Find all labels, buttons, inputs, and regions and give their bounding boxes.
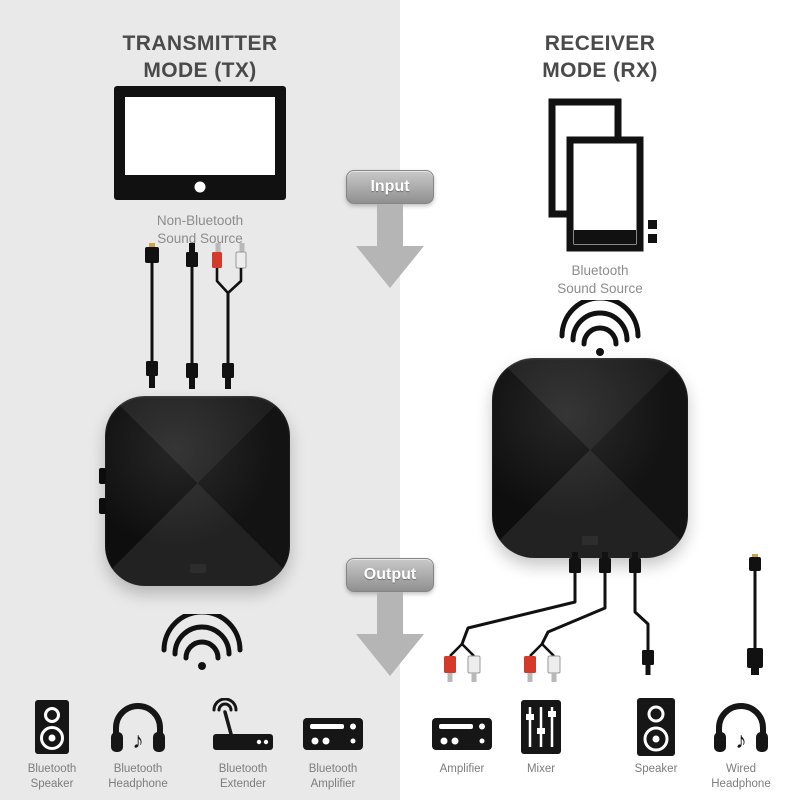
rx-output-item-headphone: ♪ Wired Headphone xyxy=(695,698,787,792)
bluetooth-extender-icon xyxy=(211,698,275,756)
aux-plug-icon xyxy=(642,650,654,675)
output-button[interactable]: Output xyxy=(346,558,434,592)
mixer-icon xyxy=(519,698,563,756)
tx-output-item-speaker: Bluetooth Speaker xyxy=(6,698,98,792)
speaker-icon xyxy=(628,698,684,756)
tx-output-item-headphone: ♪ Bluetooth Headphone xyxy=(92,698,184,792)
tx-input-cables xyxy=(145,243,247,389)
rx-device xyxy=(492,358,688,558)
tx-source-label: Non-Bluetooth Sound Source xyxy=(156,213,244,246)
rca-pair-icon xyxy=(524,643,561,682)
output-label: Bluetooth Speaker xyxy=(27,763,77,790)
aux-cable-icon xyxy=(186,243,198,389)
phone-tablet-icon xyxy=(548,98,657,252)
tx-signal-waves-icon xyxy=(161,614,243,670)
output-label: Bluetooth Amplifier xyxy=(308,763,358,790)
tx-output-item-extender: Bluetooth Extender xyxy=(197,698,289,792)
rca-pair-icon xyxy=(444,643,481,682)
wired-headphone-icon: ♪ xyxy=(709,698,773,756)
rx-signal-waves-icon xyxy=(559,300,641,356)
bluetooth-amplifier-icon xyxy=(301,698,365,756)
output-label: Speaker xyxy=(634,763,678,775)
device-side-button xyxy=(99,468,106,484)
output-label: Bluetooth Headphone xyxy=(108,763,168,790)
rx-output-item-mixer: Mixer xyxy=(495,698,587,777)
rx-output-cables xyxy=(444,552,763,682)
bluetooth-speaker-icon xyxy=(24,698,80,756)
bluetooth-headphone-icon: ♪ xyxy=(106,698,170,756)
amplifier-icon xyxy=(430,698,494,756)
svg-text:♪: ♪ xyxy=(132,727,144,753)
tv-monitor-icon xyxy=(114,86,286,200)
device-side-button xyxy=(99,498,106,514)
input-button[interactable]: Input xyxy=(346,170,434,204)
tx-device xyxy=(105,396,290,586)
rx-output-item-speaker: Speaker xyxy=(610,698,702,777)
output-flow-arrow xyxy=(356,592,424,676)
rx-output-item-amplifier: Amplifier xyxy=(416,698,508,777)
svg-text:♪: ♪ xyxy=(735,727,747,753)
output-label: Bluetooth Extender xyxy=(218,763,268,790)
device-logo xyxy=(582,536,598,545)
optical-cable-icon xyxy=(145,243,159,388)
aux-jack-icon xyxy=(569,552,641,573)
optical-cable-icon xyxy=(747,554,763,675)
tx-panel-title: TRANSMITTER MODE (TX) xyxy=(122,32,278,83)
device-logo xyxy=(189,564,206,573)
rca-to-aux-cable-icon xyxy=(212,243,247,389)
rx-source-label: Bluetooth Sound Source xyxy=(557,263,643,296)
tx-output-item-amplifier: Bluetooth Amplifier xyxy=(287,698,379,792)
input-flow-arrow xyxy=(356,204,424,288)
output-label: Amplifier xyxy=(439,763,485,775)
output-label: Wired Headphone xyxy=(711,763,771,790)
rx-panel-title: RECEIVER MODE (RX) xyxy=(542,32,658,83)
output-label: Mixer xyxy=(526,763,556,775)
